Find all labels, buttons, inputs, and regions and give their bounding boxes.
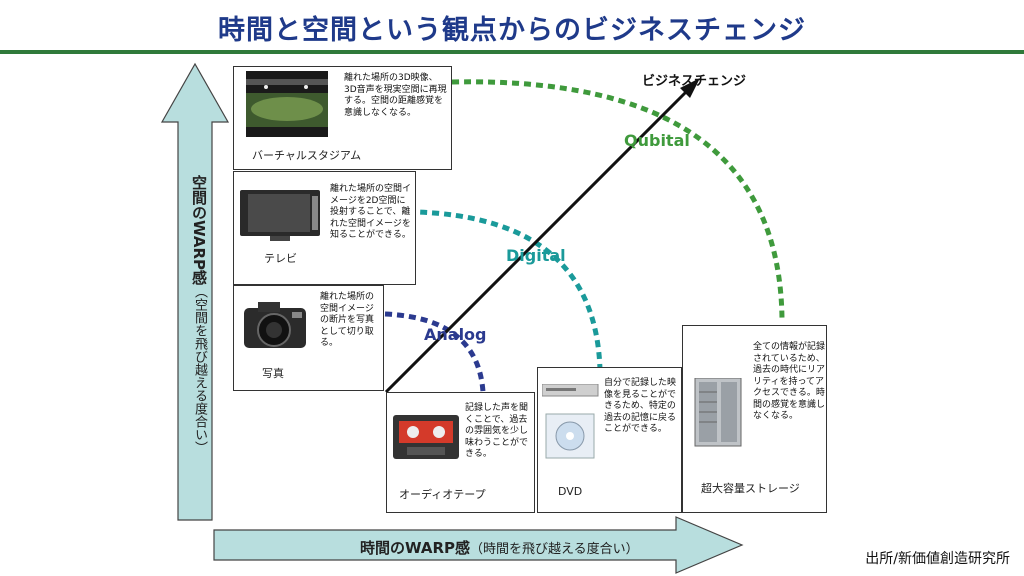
box-desc: 自分で記録した映像を見ることができるため、特定の過去の記憶に戻ることができる。 [604,378,677,434]
business-change-arrowhead [680,78,700,98]
box-caption: 超大容量ストレージ [701,482,800,495]
page-title: 時間と空間という観点からのビジネスチェンジ [218,15,806,46]
business-change-label: ビジネスチェンジ [642,74,747,89]
box-desc: 離れた場所の3D映像、3D音声を現実空間に再現する。空間の距離感覚を意識しなくな… [344,73,447,118]
box-caption: 写真 [262,367,284,380]
box-desc: 記録した声を聞くことで、過去の雰囲気を少し味わうことができる。 [465,403,529,459]
box-virtual-stadium: 離れた場所の3D映像、3D音声を現実空間に再現する。空間の距離感覚を意識しなくな… [233,66,452,170]
server-icon [694,378,742,447]
box-caption: テレビ [264,252,297,265]
analog-arc [384,311,486,393]
box-desc: 全ての情報が記録されているため、過去の時代にリアリティを持ってアクセスできる。時… [753,342,826,421]
dvd-icon [542,384,599,459]
era-analog-label: Analog [424,325,487,344]
qubital-arc [451,79,785,321]
business-change-line [384,88,690,394]
y-axis-title: 空間のWARP感 [190,175,208,286]
y-axis-subtitle: （空間を飛び越える度合い） [192,285,207,455]
box-caption: DVD [558,485,583,498]
stadium-photo-icon [246,71,328,137]
title-underline [0,50,1024,54]
box-tv: 離れた場所の空間イメージを2D空間に投射することで、離れた空間イメージを知ること… [233,171,416,285]
x-axis-subtitle: （時間を飛び越える度合い） [470,542,639,557]
box-caption: バーチャルスタジアム [252,149,362,162]
box-desc: 離れた場所の空間イメージの断片を写真として切り取る。 [320,292,375,348]
box-audio-tape: 記録した声を聞くことで、過去の雰囲気を少し味わうことができる。 オーディオテープ [386,392,535,513]
cassette-icon [393,415,459,459]
tv-icon [240,190,320,241]
digital-arc [383,209,603,371]
y-axis-arrow [160,62,230,521]
camera-icon [244,302,306,348]
box-desc: 離れた場所の空間イメージを2D空間に投射することで、離れた空間イメージを知ること… [330,184,412,240]
box-caption: オーディオテープ [399,488,486,501]
era-qubital-label: Qubital [624,131,690,150]
y-axis-label: 空間のWARP感（空間を飛び越える度合い） [170,130,210,500]
box-dvd: 自分で記録した映像を見ることができるため、特定の過去の記憶に戻ることができる。 … [537,367,682,513]
x-axis-title: 時間のWARP感 [360,539,471,557]
box-storage: 全ての情報が記録されているため、過去の時代にリアリティを持ってアクセスできる。時… [682,325,827,513]
x-axis-arrow [213,516,744,574]
x-axis-label: 時間のWARP感（時間を飛び越える度合い） [360,537,639,558]
era-digital-label: Digital [506,246,566,265]
source-credit: 出所/新価値創造研究所 [865,551,1010,567]
box-photo: 離れた場所の空間イメージの断片を写真として切り取る。 写真 [233,285,384,391]
